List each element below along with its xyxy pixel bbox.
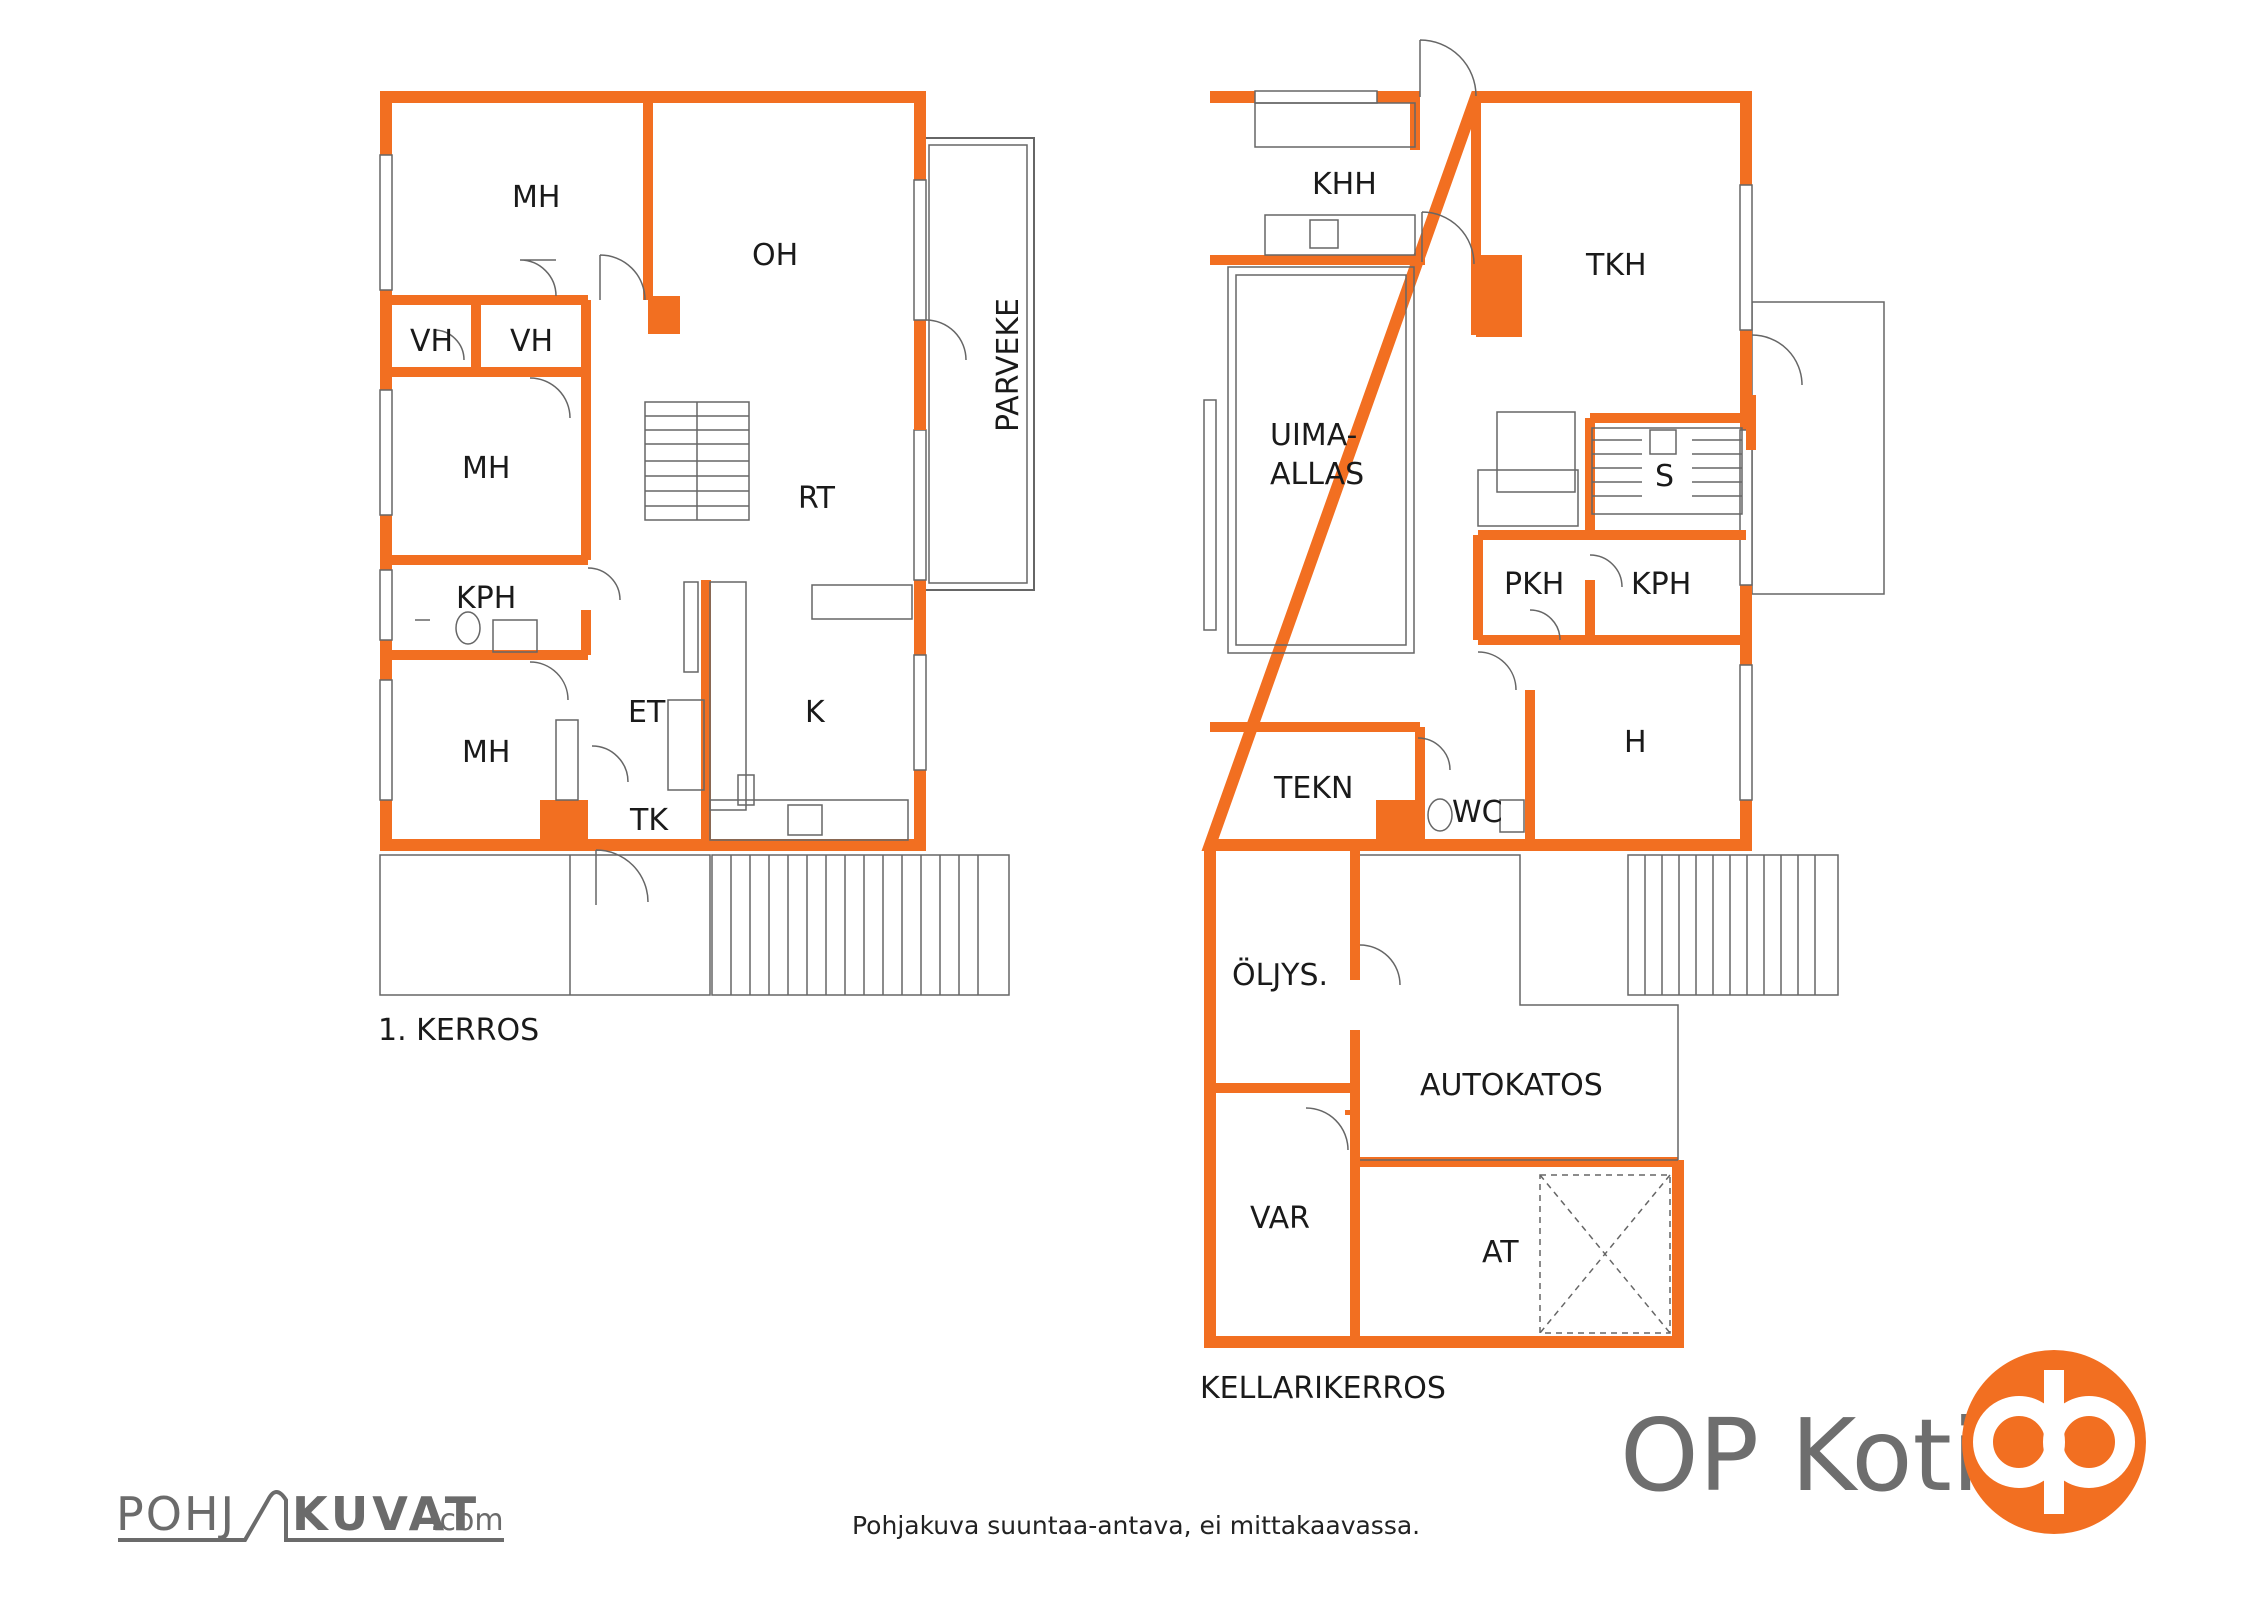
first-floor-label: 1. KERROS (378, 1013, 539, 1048)
room-label-tkh: TKH (1585, 248, 1647, 283)
room-label-tekn: TEKN (1273, 771, 1353, 806)
carport-structure (1360, 854, 1679, 1161)
room-label-rt: RT (798, 481, 836, 516)
basement-pillar-1 (1476, 255, 1522, 337)
room-label-mh-bottom: MH (462, 735, 510, 770)
khh-fixtures (1254, 102, 1416, 256)
room-label-vh-1: VH (410, 324, 453, 359)
room-label-parveke: PARVEKE (991, 298, 1026, 432)
basement-pillar-2 (1376, 800, 1420, 845)
room-label-at: AT (1482, 1235, 1519, 1270)
basement-pillar-3 (1746, 395, 1756, 450)
basement-lower-walls (1204, 845, 1684, 1348)
kph-fixtures (415, 611, 538, 653)
room-label-pkh: PKH (1504, 567, 1564, 602)
balcony-wall-stub (914, 372, 926, 430)
room-label-mh-mid: MH (462, 451, 510, 486)
basement-stairs (1477, 411, 1743, 527)
brand-left-suffix: .com (430, 1503, 504, 1538)
pohjakuvat-logo-icon: POHJ KUVAT .com (116, 1487, 504, 1542)
op-symbol-icon (1962, 1350, 2146, 1534)
basement-windows (1203, 90, 1753, 801)
room-label-uima-line1: UIMA- (1270, 418, 1357, 453)
room-label-oljys: ÖLJYS. (1232, 957, 1328, 993)
room-label-autokatos: AUTOKATOS (1420, 1068, 1603, 1103)
balcony-inner (928, 144, 1028, 584)
at-skylight (1539, 1174, 1671, 1334)
chimney-block (648, 296, 680, 334)
brand-left-part2: KUVAT (292, 1487, 480, 1541)
room-label-s: S (1655, 459, 1674, 494)
room-label-mh-top: MH (512, 180, 560, 215)
first-floor-plan: MH OH VH VH MH RT PARVEKE KPH ET K MH TK… (378, 91, 1035, 1048)
kitchen-counters (683, 581, 913, 841)
room-label-vh-2: VH (510, 324, 553, 359)
pool-outline (1227, 266, 1415, 654)
logo-curve (118, 1490, 504, 1542)
brand-left-part1: POHJ (116, 1487, 236, 1541)
basement-outside-stairs (1627, 854, 1839, 996)
basement-floor-label: KELLARIKERROS (1200, 1371, 1446, 1406)
first-floor-stairs (644, 401, 750, 521)
room-label-h: H (1624, 725, 1647, 760)
room-label-kph-first: KPH (456, 581, 516, 616)
room-label-oh: OH (752, 238, 798, 273)
wc-fixtures (1427, 798, 1525, 833)
first-floor-interior-walls (386, 97, 711, 845)
room-label-khh: KHH (1312, 167, 1377, 202)
room-label-et: ET (628, 695, 666, 730)
room-label-wc: WC (1452, 795, 1503, 830)
first-floor-doors (433, 254, 967, 905)
pillar-block (540, 800, 588, 845)
first-floor-windows (379, 154, 927, 801)
room-label-tk: TK (629, 803, 669, 838)
room-label-kph-basement: KPH (1631, 567, 1691, 602)
disclaimer-text: Pohjakuva suuntaa-antava, ei mittakaavas… (852, 1511, 1420, 1540)
terrace-outline (1751, 301, 1885, 595)
basement-plan: KHH TKH UIMA- ALLAS S PKH KPH H TEKN WC … (1200, 39, 1885, 1406)
room-label-var: VAR (1250, 1201, 1310, 1236)
room-label-k: K (805, 695, 826, 730)
pool-inner (1235, 274, 1407, 646)
basement-interior-walls (1210, 97, 1746, 1340)
entrance-porch (379, 854, 1010, 996)
room-label-uima-line2: ALLAS (1270, 457, 1364, 492)
basement-doors (1305, 39, 1803, 1151)
brand-name-op-koti: OP Koti (1620, 1397, 1980, 1514)
